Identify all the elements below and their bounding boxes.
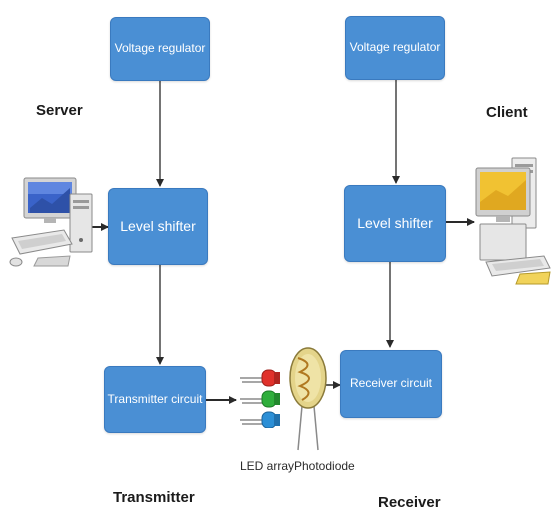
rx-voltage-regulator-box: Voltage regulator (345, 16, 445, 80)
tx-level-shifter-box: Level shifter (108, 188, 208, 265)
photodiode-icon (289, 347, 327, 451)
receiver-circuit-box: Receiver circuit (340, 350, 442, 418)
led-array-icon (240, 369, 280, 428)
rx-voltage-regulator-label: Voltage regulator (349, 40, 441, 55)
led-array-label: LED array (240, 459, 295, 473)
receiver-circuit-label: Receiver circuit (349, 376, 433, 391)
receiver-label: Receiver (378, 494, 441, 511)
client-computer-icon (475, 157, 551, 285)
transmitter-label: Transmitter (113, 489, 195, 506)
tx-voltage-regulator-label: Voltage regulator (114, 41, 206, 56)
transmitter-circuit-label: Transmitter circuit (107, 391, 203, 406)
tx-level-shifter-label: Level shifter (120, 217, 196, 234)
rx-level-shifter-box: Level shifter (344, 185, 446, 262)
rx-level-shifter-label: Level shifter (357, 214, 433, 231)
tx-voltage-regulator-box: Voltage regulator (110, 17, 210, 81)
transmitter-circuit-box: Transmitter circuit (104, 366, 206, 433)
server-label: Server (36, 102, 83, 119)
client-label: Client (486, 104, 528, 121)
server-computer-icon (9, 177, 93, 267)
photodiode-label: Photodiode (294, 459, 355, 473)
